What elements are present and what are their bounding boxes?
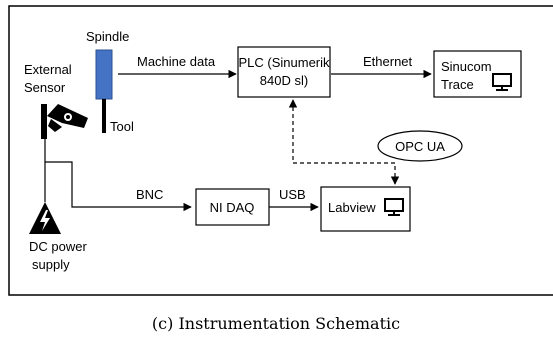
high-voltage-icon bbox=[29, 202, 61, 234]
spindle-label: Spindle bbox=[86, 29, 129, 44]
dc-power-label-line2: supply bbox=[32, 257, 70, 272]
external-sensor-label-line1: External bbox=[24, 62, 72, 77]
spindle-body bbox=[95, 49, 113, 100]
ni-daq-box bbox=[195, 188, 270, 226]
external-sensor-label-line2: Sensor bbox=[24, 80, 66, 95]
ethernet-label: Ethernet bbox=[363, 54, 413, 69]
camera-sensor-icon bbox=[41, 104, 88, 139]
monitor-icon bbox=[492, 73, 512, 91]
monitor-icon bbox=[384, 198, 404, 216]
labview-label: Labview bbox=[328, 200, 376, 215]
diagram-frame bbox=[8, 5, 553, 296]
opc-ua-ellipse bbox=[377, 130, 463, 162]
tool-shank bbox=[102, 99, 106, 133]
ni-daq-label: NI DAQ bbox=[210, 200, 255, 215]
tool-label: Tool bbox=[110, 119, 134, 134]
sensor-signal-line bbox=[44, 139, 192, 212]
opc-ua-label: OPC UA bbox=[395, 139, 445, 154]
plc-label-line1: PLC (Sinumerik bbox=[238, 55, 330, 70]
plc-box bbox=[237, 46, 331, 98]
plc-label-line2: 840D sl) bbox=[260, 73, 308, 88]
dc-power-label-line1: DC power bbox=[29, 239, 87, 254]
bnc-label: BNC bbox=[136, 187, 163, 202]
opc-ua-link bbox=[288, 99, 400, 185]
figure-caption: (c) Instrumentation Schematic bbox=[152, 314, 400, 333]
sinucom-label-line1: Sinucom bbox=[441, 59, 492, 74]
sinucom-label-line2: Trace bbox=[441, 77, 474, 92]
usb-label: USB bbox=[279, 187, 306, 202]
machine-data-label: Machine data bbox=[137, 54, 216, 69]
